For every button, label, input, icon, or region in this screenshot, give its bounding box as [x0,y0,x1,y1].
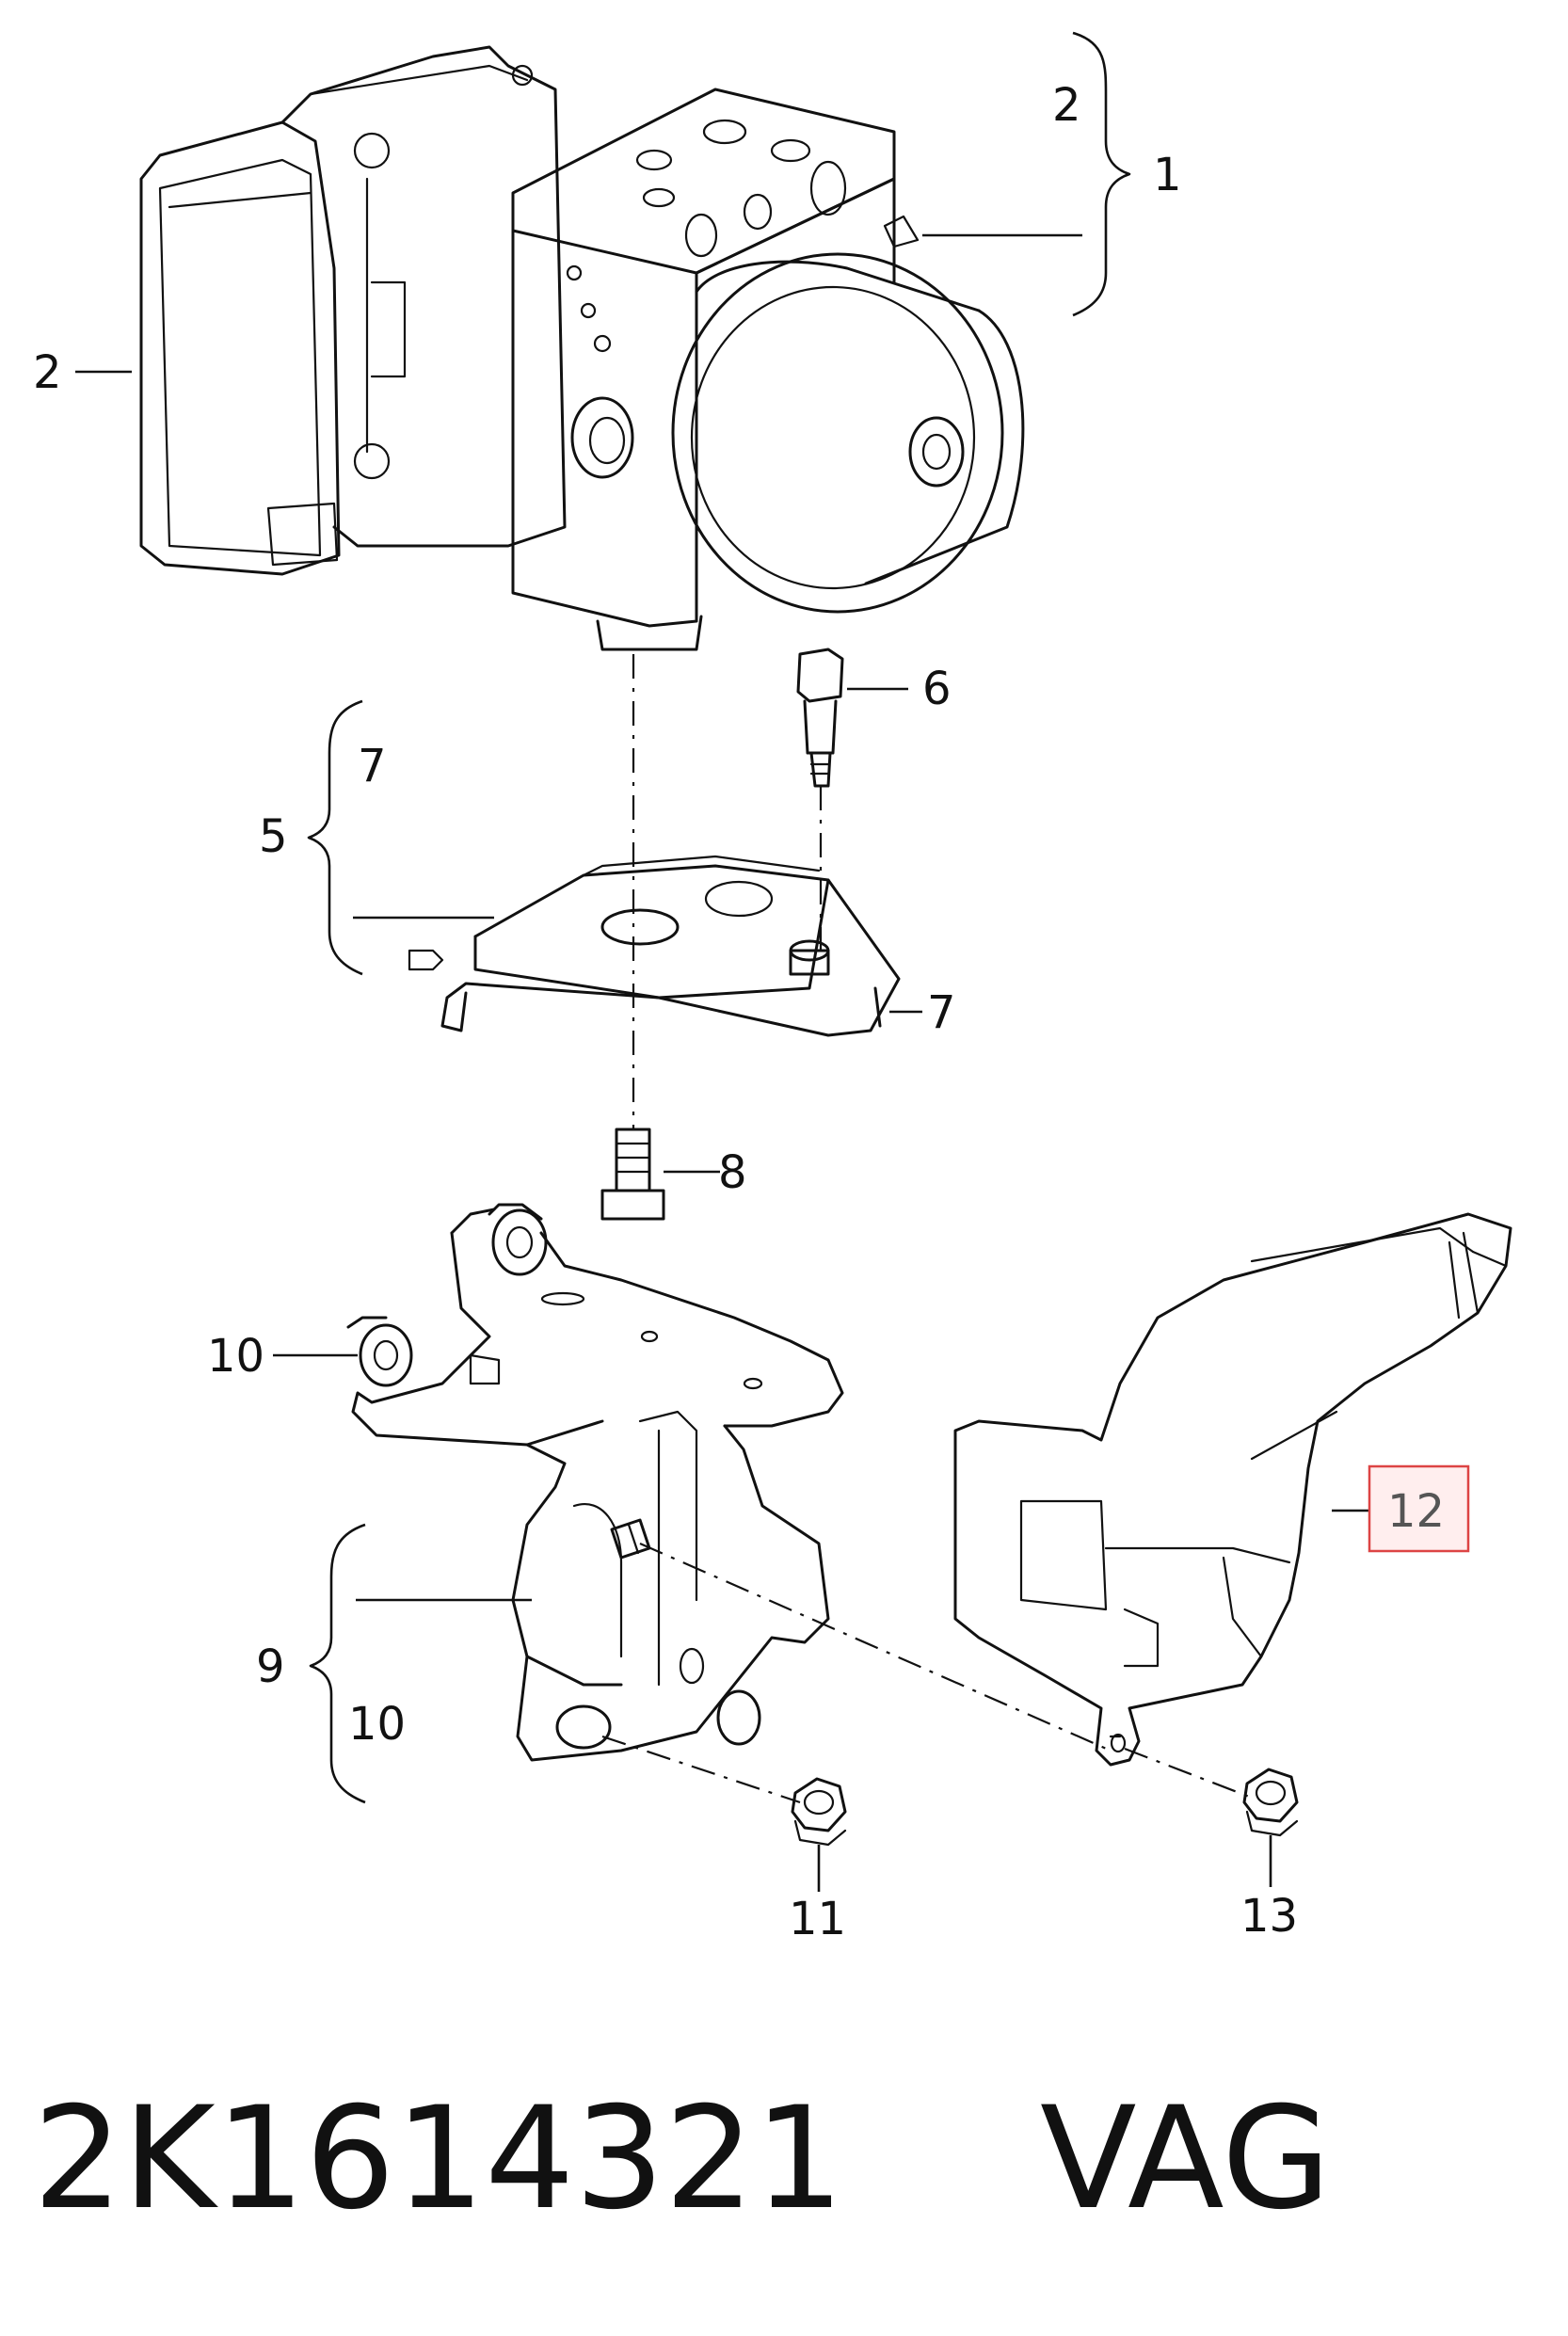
nut-13 [1242,1768,1299,1837]
nut-11 [791,1777,847,1847]
abs-control-unit [139,45,1025,651]
callout-5: 5 [259,810,288,863]
callout-2-left: 2 [33,346,62,399]
heat-shield [953,1212,1512,1767]
callout-8: 8 [718,1146,747,1199]
bolt-6 [796,648,844,788]
screw-8 [600,1128,665,1221]
callout-1: 1 [1153,149,1182,201]
callout-6: 6 [922,663,952,715]
callout-9: 9 [256,1640,285,1693]
abs-bracket [408,855,901,1037]
callout-10-left: 10 [207,1330,264,1383]
assembly-axes [601,654,1253,1804]
callout-12: 12 [1387,1485,1445,1538]
support-bracket [346,1203,844,1762]
callout-7-right: 7 [927,986,956,1039]
callout-11: 11 [789,1893,846,1945]
part-number: 2K1614321 [33,2077,844,2241]
brand: VAG [1040,2077,1331,2241]
callout-7-brace: 7 [358,740,387,792]
callout-12-highlight: 12 [1368,1464,1470,1553]
callout-10-brace: 10 [348,1698,406,1751]
callout-2-top: 2 [1052,79,1081,132]
callout-13: 13 [1240,1890,1298,1943]
leader-lines [75,31,1369,1892]
